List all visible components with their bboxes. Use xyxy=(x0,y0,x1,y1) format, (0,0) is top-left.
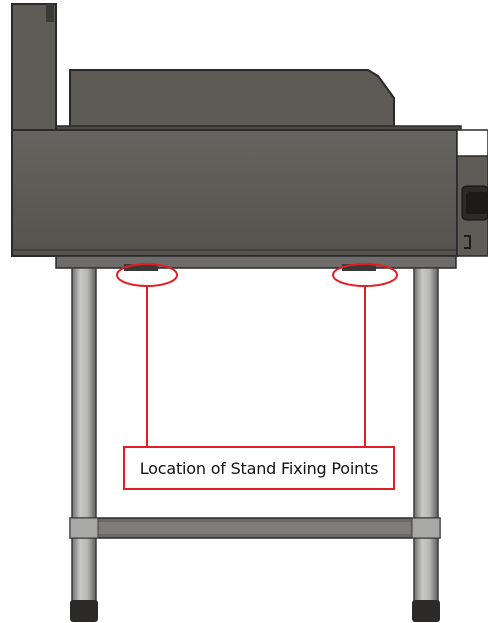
fixing-points-callout: Location of Stand Fixing Points xyxy=(123,446,395,490)
control-knob-icon xyxy=(461,185,488,249)
back-splash xyxy=(11,3,57,135)
stand-lower-shelf xyxy=(69,517,441,539)
main-body xyxy=(11,129,458,257)
stand-leg-left xyxy=(70,267,98,622)
stand-leg-right xyxy=(412,267,440,622)
cooking-top xyxy=(55,69,462,135)
callout-label: Location of Stand Fixing Points xyxy=(139,458,379,478)
stand-top-frame xyxy=(55,255,457,271)
